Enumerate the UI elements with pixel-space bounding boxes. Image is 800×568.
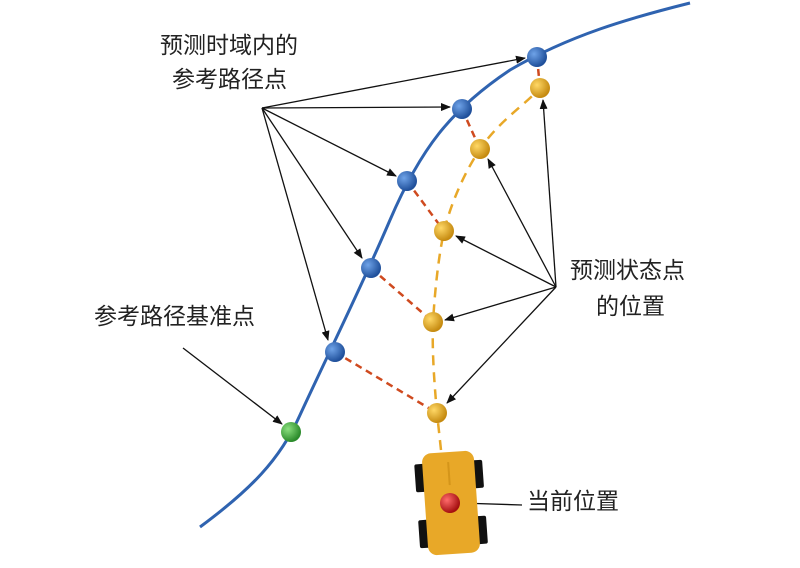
ref-point-arrows — [182, 55, 526, 425]
current-position-point — [440, 493, 460, 513]
label-predicted-states-line2: 的位置 — [596, 294, 665, 320]
reference-points — [325, 47, 547, 362]
reference-path — [199, 1, 691, 529]
label-predicted-states-line1: 预测状态点 — [570, 258, 685, 284]
label-current-position: 当前位置 — [527, 489, 619, 515]
predicted-points — [423, 78, 550, 423]
label-base-point: 参考路径基准点 — [94, 304, 255, 330]
label-ref-points-line2: 参考路径点 — [172, 67, 287, 93]
vehicle — [414, 450, 488, 556]
label-ref-points-line1: 预测时域内的 — [160, 33, 298, 59]
base-point — [281, 422, 301, 442]
predicted-point-arrows — [444, 99, 557, 508]
